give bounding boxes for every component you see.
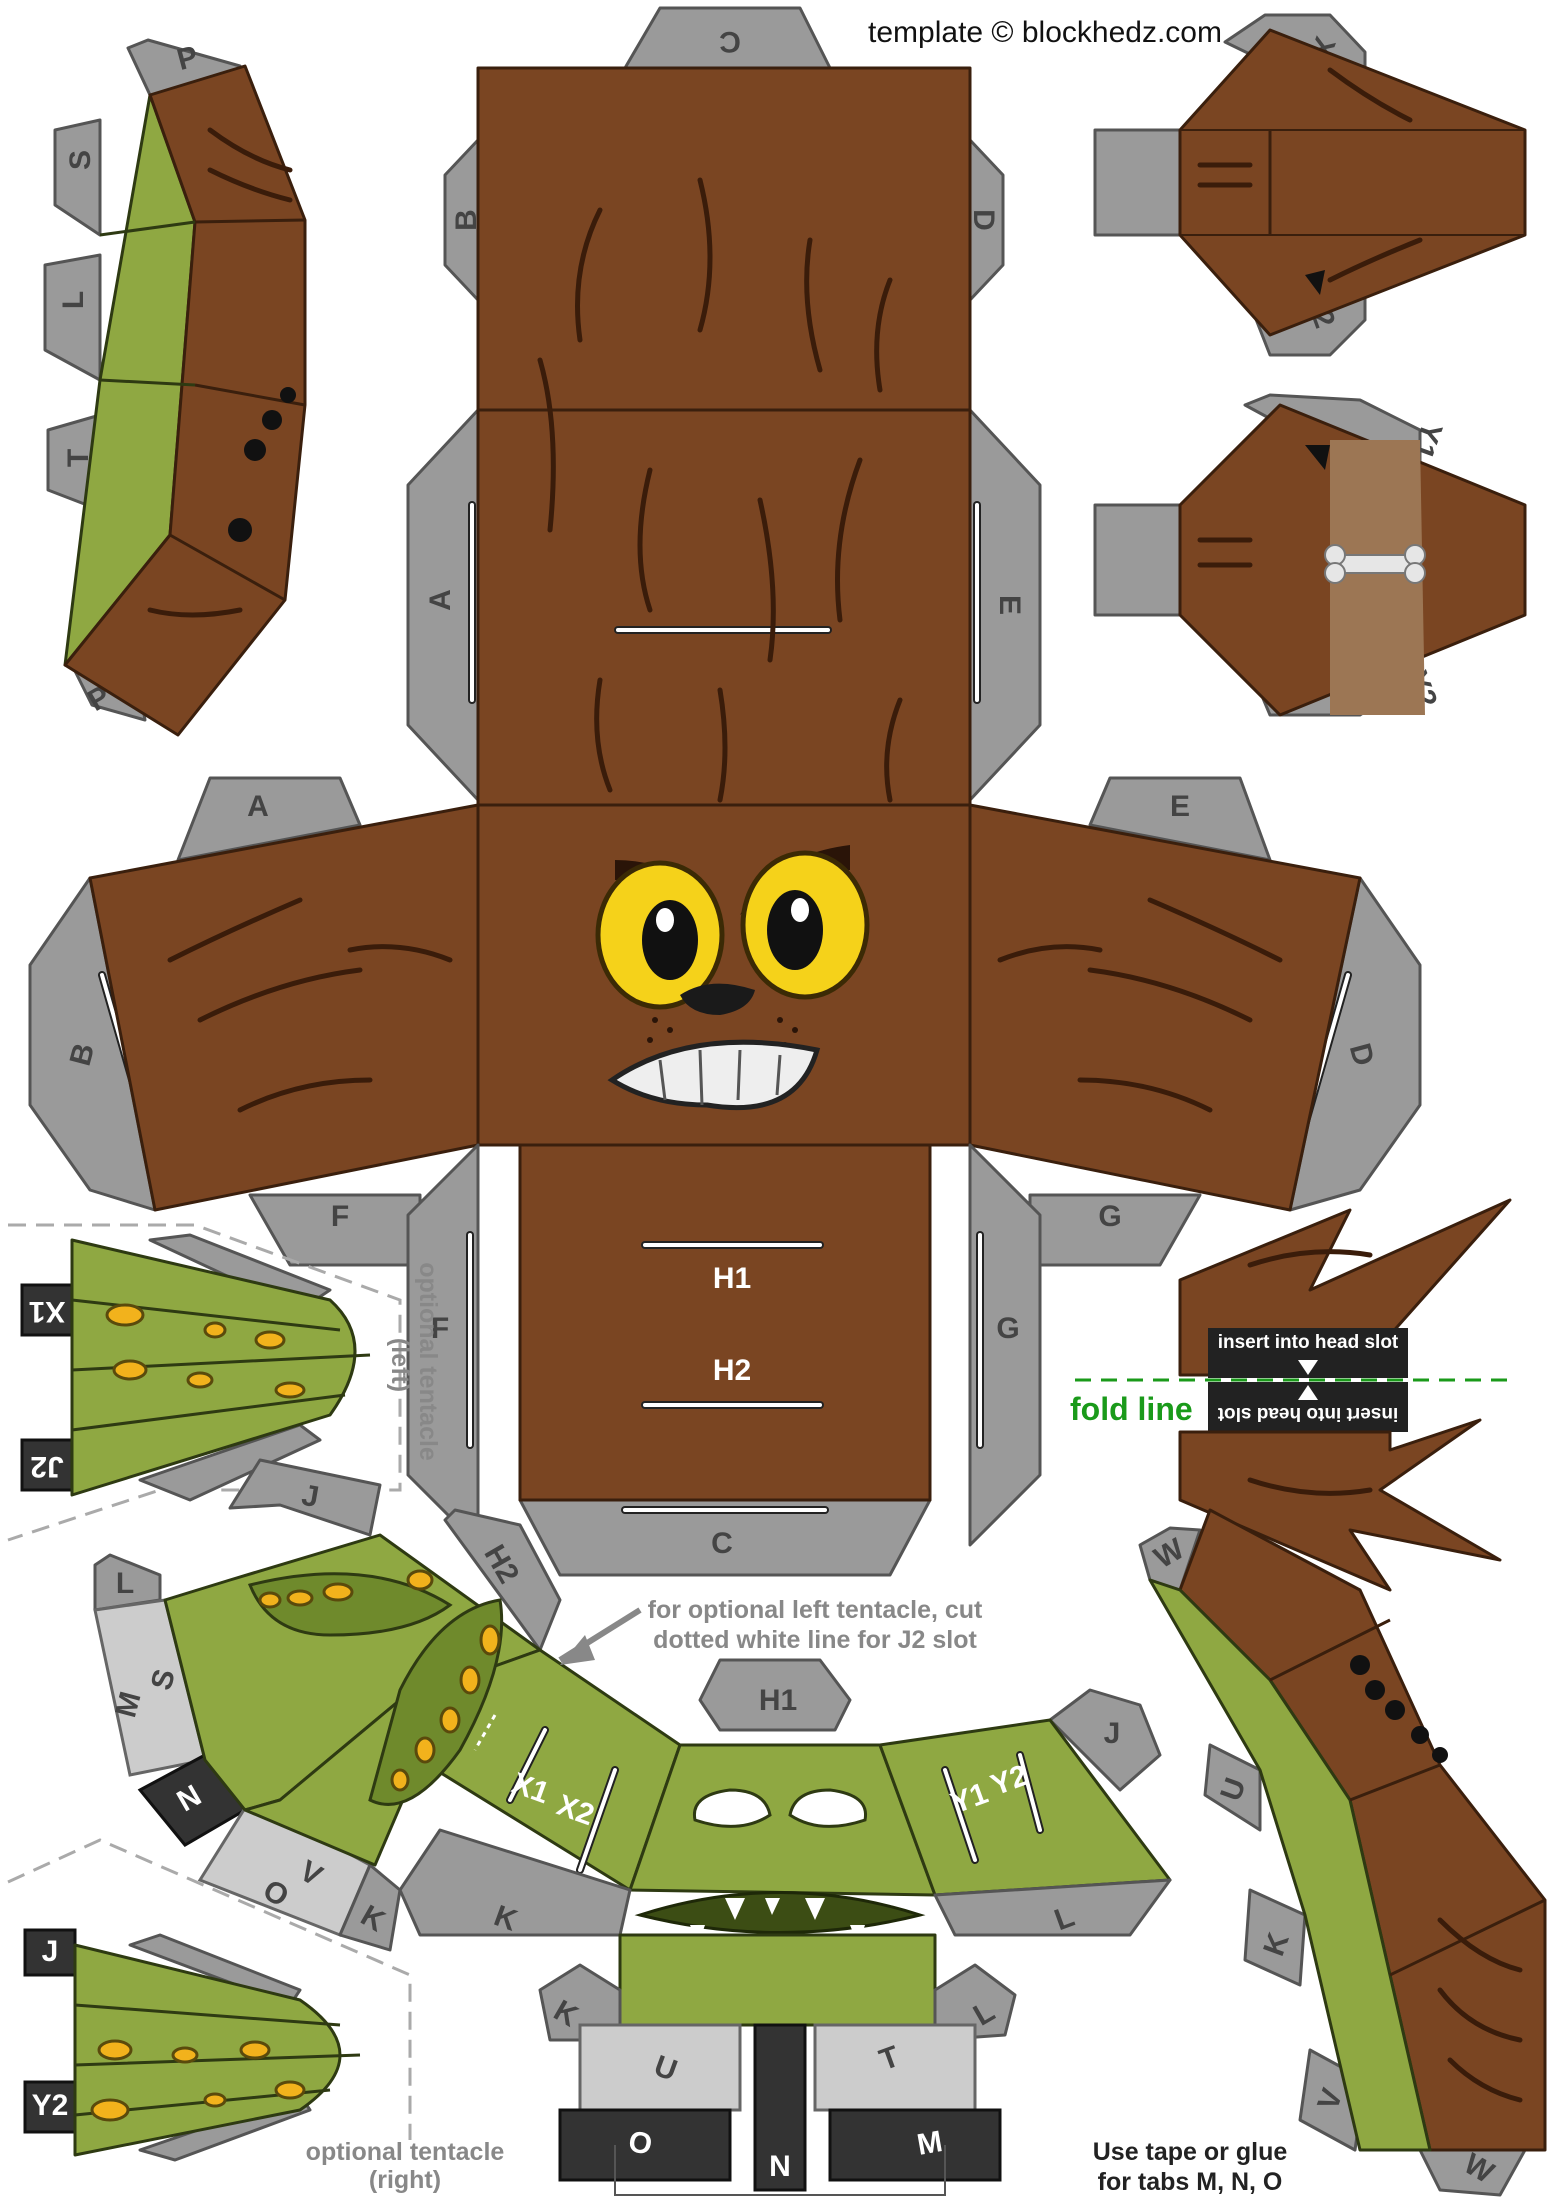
tab-h1-body-label: H1 [759, 1684, 797, 1717]
nose [680, 983, 755, 1015]
tab-f-chin [406, 1143, 480, 1547]
insert-slot-bottom: insert into head slot [1217, 1403, 1398, 1424]
tab-g-right-label: G [1098, 1200, 1121, 1233]
insert-slot-top: insert into head slot [1218, 1332, 1399, 1353]
tab-s-arm [53, 118, 102, 237]
tab-j-top [228, 1458, 382, 1537]
tab-b-upper-label: B [450, 209, 483, 231]
optional-right-note-2: (right) [369, 2166, 441, 2194]
head-top-panel [476, 66, 972, 412]
tape-note-1: Use tape or glue [1093, 2138, 1288, 2166]
head-right-panel [968, 803, 1362, 1212]
goblin-right-eye [788, 1788, 868, 1828]
leg-upper-block [1093, 128, 1182, 237]
right-tentacle: J Y2 optional tentacle (right) [7, 1838, 505, 2194]
tab-j-top-label: J [299, 1479, 321, 1514]
tab-j-right-label: J [1104, 1717, 1121, 1750]
tab-e-back-label: E [993, 595, 1026, 615]
tab-s-arm-label: S [64, 150, 97, 170]
right-arm-green [1148, 1578, 1432, 2152]
goblin-mouth [634, 1891, 926, 1934]
tab-f-left-label: F [331, 1200, 349, 1233]
right-top-legs: X1 X2 Y1 Y2 [1093, 13, 1527, 717]
left-arm-net: P S L T P [43, 38, 307, 737]
tab-f-chin-label: F [431, 1312, 449, 1345]
tab-l-body-left [93, 1553, 162, 1612]
body-net: J H2 H1 J L S M N O V K [93, 1458, 1172, 2196]
tab-l-right [933, 1878, 1172, 1937]
left-tentacle: X1 J2 optional tentacle (left) [7, 1223, 442, 1542]
tape-note-2: for tabs M, N, O [1098, 2168, 1283, 2196]
tab-y2-tentacle: Y2 [32, 2089, 69, 2122]
tab-t-arm-label: T [62, 449, 95, 467]
tab-u [578, 2023, 742, 2112]
credit-text: template © blockhedz.com [868, 16, 1222, 49]
hair-tuft: insert into head slot fold line insert i… [1070, 1198, 1512, 1592]
tab-u-arm [1203, 1743, 1262, 1832]
optional-left-note-1: optional tentacle [414, 1262, 442, 1461]
j2-slot-note-1: for optional left tentacle, cut [648, 1596, 983, 1624]
right-tentacle-body [73, 1943, 342, 2157]
slot-h2-label: H2 [713, 1354, 751, 1387]
tab-k-bottom [538, 1963, 622, 2042]
leg-y-strap [1330, 440, 1425, 715]
tab-g-chin-label: G [996, 1312, 1019, 1345]
tab-o-label: O [626, 2125, 655, 2162]
slot-h1-label: H1 [713, 1262, 751, 1295]
tab-e-right [1088, 776, 1272, 862]
tab-m [828, 2108, 1002, 2182]
fold-line-label: fold line [1070, 1391, 1193, 1427]
j2-slot-note-2: dotted white line for J2 slot [653, 1626, 977, 1654]
tab-n-bottom-label: N [769, 2150, 791, 2183]
head-chin-panel [518, 1143, 932, 1502]
optional-left-note-2: (left) [386, 1338, 414, 1392]
tab-j2-tentacle: J2 [30, 1450, 63, 1483]
tab-l-arm-label: L [57, 291, 90, 309]
tab-h2 [443, 1508, 562, 1652]
tuft-bottom [1178, 1418, 1502, 1592]
body-lower [618, 1933, 937, 2027]
tab-c-chin-label: C [711, 1527, 733, 1560]
tab-o [558, 2108, 732, 2182]
right-arm-net: W U K V W [1138, 1508, 1547, 2197]
tab-a-left [176, 776, 362, 862]
goblin-left-eye [692, 1788, 772, 1828]
j2-arrow-icon [560, 1635, 595, 1665]
tab-j-right [1048, 1688, 1162, 1792]
optional-right-note-1: optional tentacle [306, 2138, 505, 2166]
leg-lower-block [1093, 503, 1182, 617]
tab-l-arm [43, 253, 102, 382]
tab-l-body-left-label: L [116, 1567, 134, 1600]
tab-d-upper-label: D [967, 209, 1000, 231]
tab-x1-tentacle: X1 [29, 1295, 66, 1328]
left-arm-fur [63, 64, 307, 737]
tab-a-left-label: A [247, 790, 269, 823]
tab-n-bottom [753, 2023, 807, 2192]
head-net: C B D A E A [28, 6, 1422, 1577]
head-left-panel [88, 803, 480, 1212]
tab-c-top-label: C [719, 25, 741, 58]
tab-a-back-label: A [424, 589, 457, 611]
svg-text:optional tentacle (left): optional tentacle (left) [386, 1262, 442, 1468]
tab-k-arm [1243, 1888, 1307, 1987]
tab-j-tentacle: J [42, 1935, 59, 1968]
tab-g-chin [968, 1143, 1042, 1547]
tab-k-mid [398, 1828, 632, 1937]
tab-m-label: M [915, 2125, 945, 2162]
tab-h1-body [698, 1658, 852, 1732]
tab-e-right-label: E [1170, 790, 1190, 823]
